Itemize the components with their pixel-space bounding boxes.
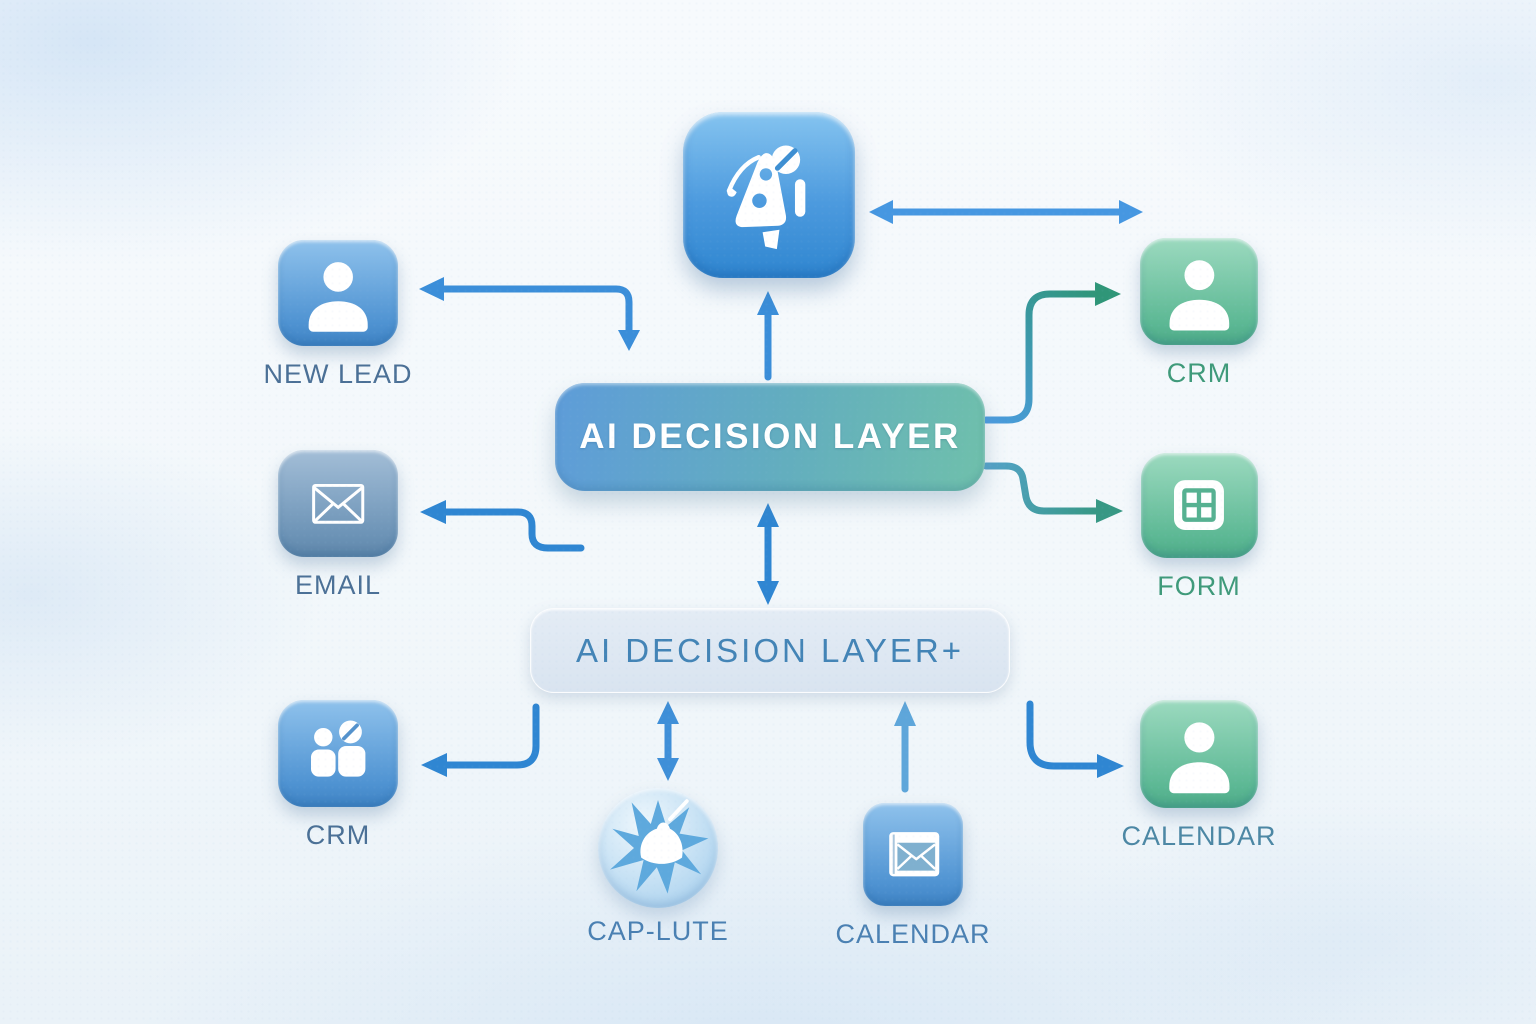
arrow-pill2-to-calendar-right xyxy=(1026,700,1124,778)
node-form: FORM xyxy=(1099,453,1299,602)
calendar-right-label: CALENDAR xyxy=(1121,821,1277,851)
node-email: EMAIL xyxy=(238,450,438,601)
arrow-pills-bidirectional xyxy=(757,503,779,605)
person-icon xyxy=(1169,259,1229,331)
ai-decision-layer-plus-pill: AI DECISION LAYER+ xyxy=(530,608,1010,693)
arrow-pill-to-form xyxy=(982,462,1123,523)
crm-right-label: CRM xyxy=(1166,358,1232,388)
node-calendar-bottom: CALENDAR xyxy=(813,803,1013,950)
cap-lute-orb xyxy=(598,788,718,908)
node-crm-left: CRM xyxy=(238,700,438,851)
ai-decision-layer-label: AI DECISION LAYER xyxy=(579,417,961,456)
form-label: FORM xyxy=(1157,571,1241,601)
ai-assistant-app-icon xyxy=(683,112,855,278)
email-label: EMAIL xyxy=(294,570,382,600)
grid-form-icon xyxy=(1174,480,1224,531)
calendar-bottom-label: CALENDAR xyxy=(835,919,991,949)
arrow-pill-to-new-lead xyxy=(419,277,640,351)
arrow-app-bidirectional xyxy=(869,200,1143,224)
envelope-icon xyxy=(311,483,365,524)
crm-left-label: CRM xyxy=(305,820,371,850)
ai-decision-layer-plus-label: AI DECISION LAYER+ xyxy=(575,631,965,669)
arrow-pill-to-email xyxy=(420,500,585,552)
crm-left-tile xyxy=(278,700,398,807)
new-lead-tile xyxy=(278,240,398,346)
arrow-pill2-to-cap-lute xyxy=(657,701,679,781)
crm-right-tile xyxy=(1140,238,1258,345)
person-icon xyxy=(308,261,368,332)
arrow-pill2-to-crm-left xyxy=(421,703,540,777)
people-slash-icon xyxy=(310,720,366,777)
starburst-orb-icon xyxy=(610,799,709,894)
calendar-right-tile xyxy=(1140,700,1258,808)
node-new-lead: NEW LEAD xyxy=(238,240,438,390)
cap-lute-label: CAP-LUTE xyxy=(587,916,729,946)
mail-card-icon xyxy=(889,832,940,877)
person-icon xyxy=(1168,722,1230,793)
node-crm-right: CRM xyxy=(1099,238,1299,389)
arrow-pill-to-app xyxy=(757,291,779,381)
arrow-pill-to-crm-right xyxy=(982,282,1121,424)
ai-assistant-rocket-icon xyxy=(726,145,806,250)
new-lead-label: NEW LEAD xyxy=(263,359,413,389)
node-calendar-right: CALENDAR xyxy=(1099,700,1299,852)
form-tile xyxy=(1140,453,1258,558)
email-tile xyxy=(278,450,398,557)
ai-decision-layer-pill: AI DECISION LAYER xyxy=(555,383,985,491)
calendar-bottom-tile xyxy=(863,803,963,906)
arrow-calendar-to-pill2 xyxy=(894,701,916,793)
node-cap-lute: CAP-LUTE xyxy=(558,788,758,947)
